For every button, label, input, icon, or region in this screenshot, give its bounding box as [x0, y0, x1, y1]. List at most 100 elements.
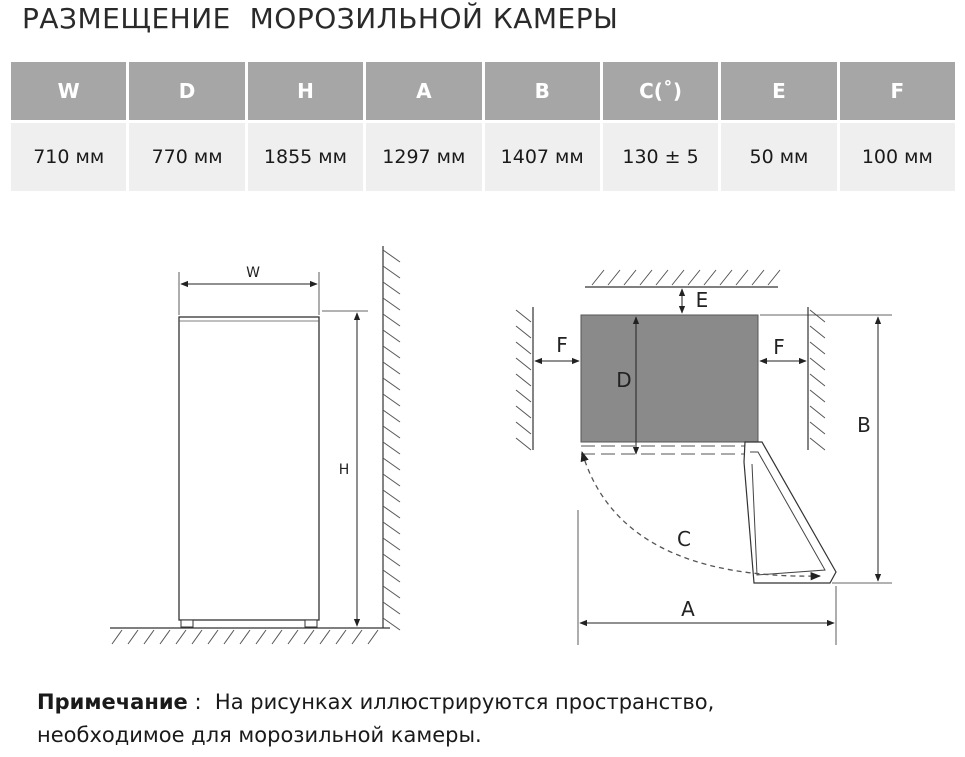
hatch-line — [607, 269, 621, 286]
hatch-line — [335, 629, 347, 645]
hatch-line — [515, 309, 532, 323]
hatch-line — [191, 629, 203, 645]
header-a: A — [366, 62, 482, 120]
hatch-line — [809, 421, 826, 435]
hatch-line — [255, 629, 267, 645]
hatch-line — [382, 489, 401, 503]
hatch-line — [382, 601, 401, 615]
hatch-line — [382, 265, 401, 279]
hatch-line — [382, 281, 401, 295]
front-view: W H — [110, 246, 401, 645]
header-h: H — [247, 62, 364, 120]
note-line-1: Примечание : На рисунках иллюстрируются … — [37, 686, 714, 719]
value-w: 710 мм — [11, 123, 127, 191]
hatch-line — [515, 341, 532, 355]
note-text-line-1: На рисунках иллюстрируются пространство, — [214, 690, 715, 714]
hatch-line — [175, 629, 187, 645]
hatch-line — [382, 297, 401, 311]
header-d: D — [129, 62, 245, 120]
door-swing-arc — [580, 451, 822, 581]
e-label: E — [696, 288, 709, 312]
hatch-line — [382, 425, 401, 439]
wall-hatch — [382, 249, 401, 631]
header-e: E — [721, 62, 837, 120]
hatch-line — [159, 629, 171, 645]
hatch-line — [319, 629, 331, 645]
b-label: B — [857, 413, 871, 437]
hatch-line — [382, 393, 401, 407]
hatch-line — [515, 357, 532, 371]
hatch-line — [239, 629, 251, 645]
hatch-line — [809, 373, 826, 387]
hatch-line — [382, 377, 401, 391]
note: Примечание : На рисунках иллюстрируются … — [37, 686, 714, 752]
hatch-line — [382, 553, 401, 567]
table-header-row: W D H A B C(˚) E F — [11, 62, 955, 120]
hatch-line — [351, 629, 363, 645]
hatch-line — [143, 629, 155, 645]
hatch-line — [809, 405, 826, 419]
freezer-foot-right — [304, 619, 318, 628]
hatch-line — [303, 629, 315, 645]
hatch-line — [735, 269, 749, 286]
w-label: W — [246, 265, 260, 281]
hatch-line — [382, 537, 401, 551]
right-wall-hatch — [809, 309, 826, 451]
hatch-line — [809, 309, 826, 323]
dimensions-table: W D H A B C(˚) E F 710 мм 770 мм 1855 мм… — [8, 59, 958, 194]
c-label: C — [677, 527, 691, 551]
hatch-line — [809, 341, 826, 355]
hatch-line — [767, 269, 781, 286]
f-left-label: F — [556, 333, 568, 357]
top-view: C E F F D B A — [515, 269, 892, 645]
note-text-line-2: необходимое для морозильной камеры. — [37, 723, 482, 747]
hatch-line — [687, 269, 701, 286]
hatch-line — [382, 585, 401, 599]
hatch-line — [382, 361, 401, 375]
hatch-line — [382, 473, 401, 487]
header-b: B — [484, 62, 600, 120]
hatch-line — [515, 405, 532, 419]
left-wall-hatch — [515, 309, 532, 451]
hatch-line — [111, 629, 123, 645]
header-w: W — [11, 62, 127, 120]
hatch-line — [382, 617, 401, 631]
hatch-line — [809, 437, 826, 451]
table-row: 710 мм 770 мм 1855 мм 1297 мм 1407 мм 13… — [11, 123, 955, 191]
hatch-line — [751, 269, 765, 286]
hatch-line — [382, 457, 401, 471]
hatch-line — [127, 629, 139, 645]
hatch-line — [382, 505, 401, 519]
a-label: A — [681, 597, 695, 621]
hatch-line — [719, 269, 733, 286]
note-separator: : — [187, 690, 215, 714]
value-e: 50 мм — [721, 123, 837, 191]
hatch-line — [809, 389, 826, 403]
hatch-line — [703, 269, 717, 286]
cabinet-top-view — [580, 314, 759, 443]
hatch-line — [671, 269, 685, 286]
hatch-line — [515, 421, 532, 435]
hatch-line — [382, 441, 401, 455]
f-right-label: F — [773, 335, 785, 359]
hatch-line — [515, 373, 532, 387]
header-c: C(˚) — [602, 62, 719, 120]
value-f: 100 мм — [839, 123, 955, 191]
hatch-line — [655, 269, 669, 286]
hatch-line — [382, 313, 401, 327]
hatch-line — [515, 437, 532, 451]
value-b: 1407 мм — [484, 123, 600, 191]
hatch-line — [271, 629, 283, 645]
value-h: 1855 мм — [247, 123, 364, 191]
h-label: H — [339, 462, 350, 478]
hatch-line — [382, 409, 401, 423]
floor-hatch — [111, 629, 379, 645]
hatch-line — [809, 357, 826, 371]
value-c: 130 ± 5 — [602, 123, 719, 191]
note-label: Примечание — [37, 690, 188, 714]
page-title: РАЗМЕЩЕНИЕ МОРОЗИЛЬНОЙ КАМЕРЫ — [22, 2, 619, 35]
hatch-line — [515, 325, 532, 339]
hatch-line — [207, 629, 219, 645]
hatch-line — [809, 325, 826, 339]
